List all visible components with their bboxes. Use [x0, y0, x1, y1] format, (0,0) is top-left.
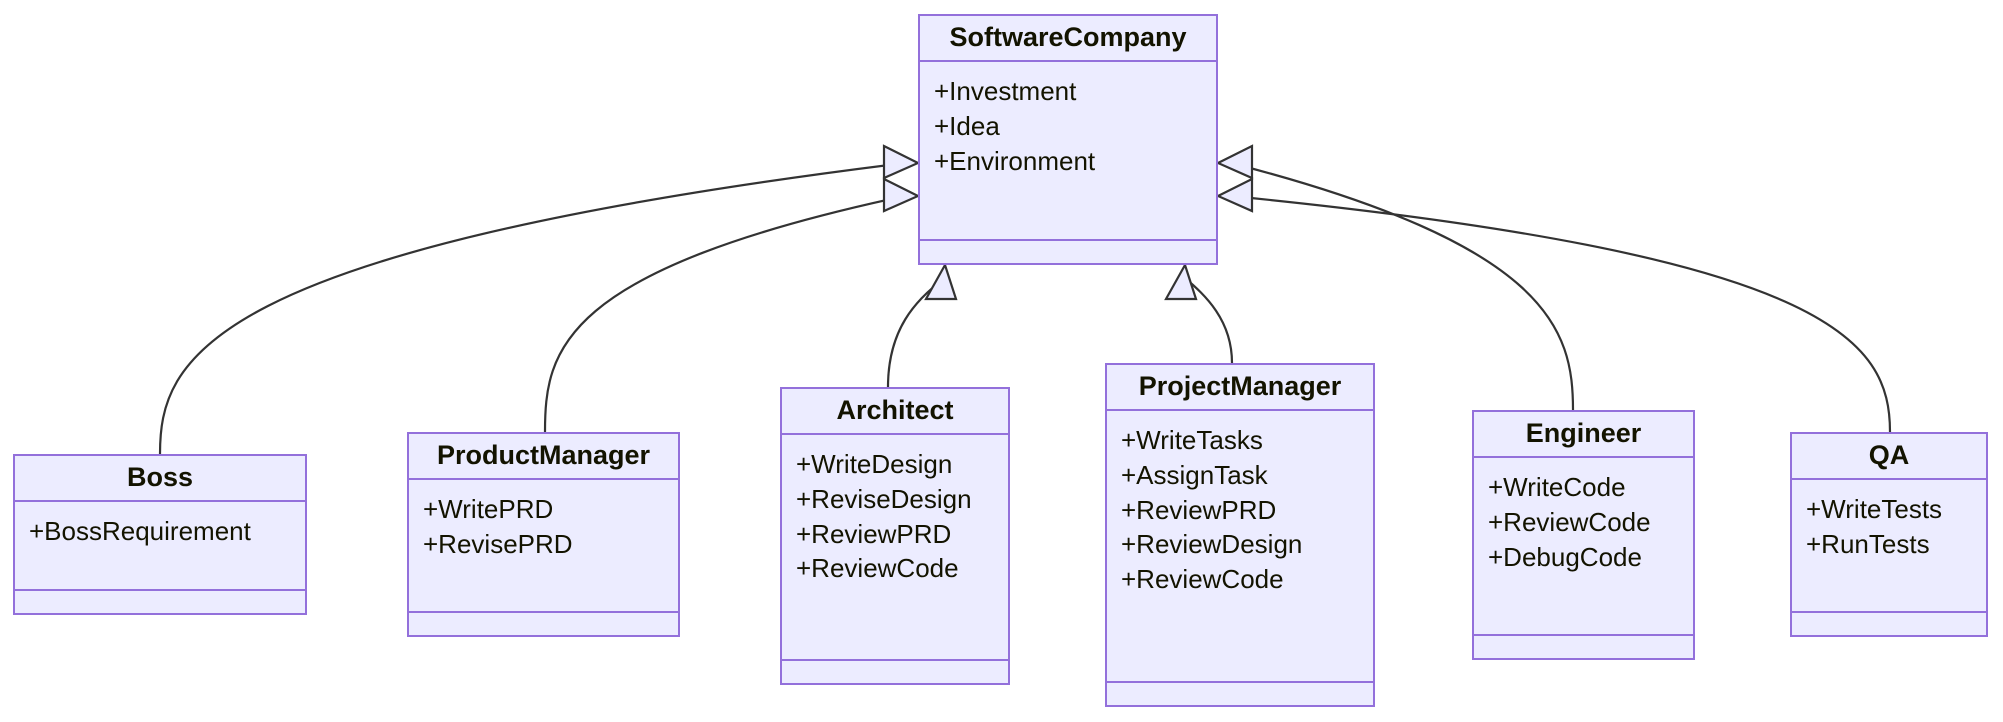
class-attributes-engineer: +WriteCode+ReviewCode +DebugCode	[1474, 458, 1693, 636]
attribute-row: +WritePRD	[423, 494, 554, 525]
attribute-row: +BossRequirement	[29, 516, 251, 547]
class-name-architect: Architect	[782, 389, 1008, 436]
class-methods-engineer	[1474, 636, 1693, 658]
attribute-row: +AssignTask	[1121, 459, 1268, 490]
attribute-row: +ReviewCode	[1488, 506, 1651, 537]
uml-class-product-manager[interactable]: ProductManager+WritePRD+RevisePRD	[407, 432, 680, 637]
class-methods-architect	[782, 661, 1008, 683]
inheritance-arrow-project-manager-inherits	[1164, 262, 1198, 301]
attribute-row: +DebugCode	[1488, 541, 1642, 572]
attribute-row: +RevisePRD	[423, 528, 573, 559]
attribute-row: +WriteTests	[1806, 494, 1943, 525]
inheritance-arrow-product-manager-inherits	[882, 177, 921, 213]
attribute-row: +ReviewCode	[796, 553, 959, 584]
class-methods-qa	[1792, 613, 1986, 635]
attribute-row: +ReviewPRD	[1121, 494, 1277, 525]
inheritance-arrow-architect-inherits	[924, 262, 958, 301]
attribute-row: +WriteDesign	[796, 449, 953, 480]
class-attributes-boss: +BossRequirement	[15, 502, 305, 591]
class-methods-software-company	[920, 241, 1216, 263]
attribute-row: +WriteTasks	[1121, 425, 1263, 456]
attribute-row: +ReviseDesign	[796, 483, 972, 514]
class-methods-product-manager	[409, 613, 678, 635]
attribute-row: +Environment	[934, 145, 1096, 176]
inheritance-arrow-engineer-inherits	[1215, 144, 1254, 180]
class-name-project-manager: ProjectManager	[1107, 365, 1373, 412]
uml-class-software-company[interactable]: SoftwareCompany +Investment+Idea +Environm…	[918, 14, 1218, 265]
attribute-row: +ReviewCode	[1121, 563, 1284, 594]
class-name-product-manager: ProductManager	[409, 434, 678, 481]
class-attributes-project-manager: +WriteTasks+AssignTask +ReviewPRD +ReviewD…	[1107, 411, 1373, 683]
class-name-qa: QA	[1792, 434, 1986, 481]
inheritance-arrow-boss-inherits	[882, 144, 921, 180]
class-attributes-software-company: +Investment+Idea +Environment	[920, 62, 1216, 241]
class-methods-boss	[15, 591, 305, 613]
class-name-boss: Boss	[15, 456, 305, 503]
uml-class-architect[interactable]: Architect +WriteDesign+ReviseDesign +Revie…	[780, 387, 1010, 685]
uml-class-project-manager[interactable]: ProjectManager +WriteTasks+AssignTask +Rev…	[1105, 363, 1375, 707]
attribute-row: +ReviewPRD	[796, 518, 952, 549]
uml-class-engineer[interactable]: Engineer +WriteCode+ReviewCode +DebugCode	[1472, 410, 1695, 660]
attribute-row: +RunTests	[1806, 528, 1930, 559]
edge-project-manager-inherits	[1184, 277, 1234, 364]
inheritance-arrow-qa-inherits	[1215, 177, 1254, 213]
edge-architect-inherits	[886, 277, 946, 388]
class-attributes-product-manager: +WritePRD+RevisePRD	[409, 480, 678, 613]
class-attributes-architect: +WriteDesign+ReviseDesign +ReviewPRD +Revi…	[782, 435, 1008, 661]
class-methods-project-manager	[1107, 683, 1373, 705]
uml-class-qa[interactable]: QA+WriteTests+RunTests	[1790, 432, 1988, 637]
attribute-row: +Investment	[934, 76, 1077, 107]
attribute-row: +WriteCode	[1488, 472, 1626, 503]
class-name-engineer: Engineer	[1474, 412, 1693, 459]
class-name-software-company: SoftwareCompany	[920, 16, 1216, 63]
attribute-row: +Idea	[934, 110, 1000, 141]
class-attributes-qa: +WriteTests+RunTests	[1792, 480, 1986, 613]
attribute-row: +ReviewDesign	[1121, 529, 1303, 560]
uml-class-boss[interactable]: Boss +BossRequirement	[13, 454, 307, 615]
